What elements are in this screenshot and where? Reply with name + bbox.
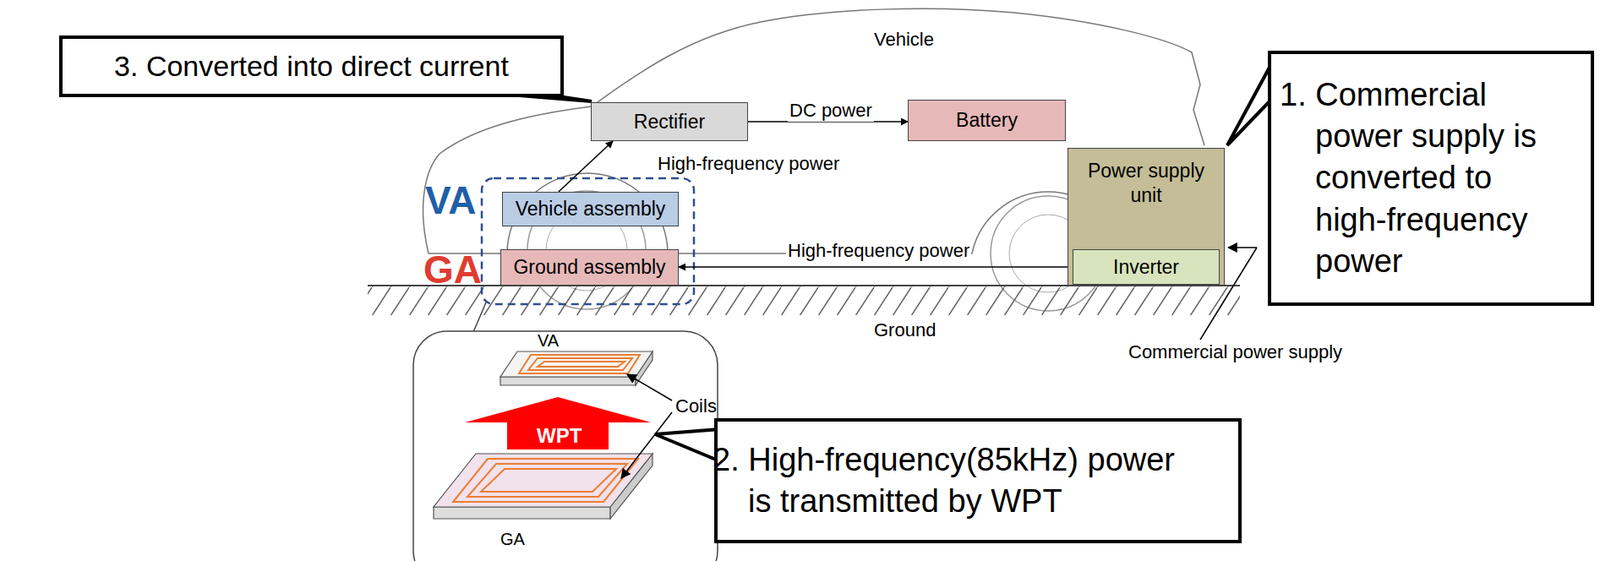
process-box: Inverter [1072,249,1220,285]
coils-leader [621,412,672,479]
callout-box: 1. Commercial power supply is converted … [1267,50,1595,306]
part-label: GA [500,529,525,550]
process-box: Vehicle assembly [502,191,679,227]
ga-coil [453,458,639,503]
dashed-group [481,178,694,305]
vehicle-label: Vehicle [873,28,934,51]
va-plate [500,351,653,377]
supply-label: Commercial power supply [1128,341,1343,364]
box-label: Vehicle assembly [515,197,667,221]
va-coil [518,354,640,374]
callout-box: 3. Converted into direct current [59,35,564,98]
unit-box: Power supply unitInverter [1067,147,1225,286]
part-label: Coils [675,395,717,418]
edge-label: High-frequency power [655,152,841,175]
edge-label: High-frequency power [786,240,972,263]
connector-arrow [678,266,1073,268]
callout-pointer [655,429,721,462]
box-label: Inverter [1113,256,1180,279]
car-underbody [428,173,1125,254]
power-arrow [1228,246,1257,249]
ga-tag: GA [423,246,482,293]
va-plate-side [500,376,636,386]
va-coil [537,361,625,367]
va-tag: VA [425,177,477,224]
box-label: Rectifier [633,110,705,134]
ga-coil [467,464,628,497]
process-box: Rectifier [590,102,749,142]
inset-leader [473,302,487,333]
callout-text: 1. Commercial power supply is converted … [1315,74,1561,284]
ga-plate [433,453,653,508]
box-label: Battery [955,109,1018,132]
box-label: Ground assembly [513,256,666,279]
wpt-arrow [464,397,651,450]
process-box: Battery [907,99,1066,142]
ga-coil [480,469,617,492]
coils-leader [627,374,672,401]
ga-plate-side [433,507,611,519]
box-label: Power supply unit [1075,158,1217,208]
connector-arrow [558,141,613,192]
callout-pointer [1227,64,1272,146]
ground-hatching [367,286,1240,316]
part-label: VA [537,331,559,351]
process-box: Ground assembly [500,249,679,286]
arrow-text: WPT [536,424,582,448]
edge-label: DC power [787,99,874,122]
va-coil [528,358,633,371]
inset-box [413,331,718,561]
callout-text: 3. Converted into direct current [114,49,509,83]
callout-box: 2. High-frequency(85kHz) power is transm… [714,418,1242,544]
callout-text: 2. High-frequency(85kHz) power is transm… [748,439,1202,524]
ground-label: Ground [873,319,936,342]
